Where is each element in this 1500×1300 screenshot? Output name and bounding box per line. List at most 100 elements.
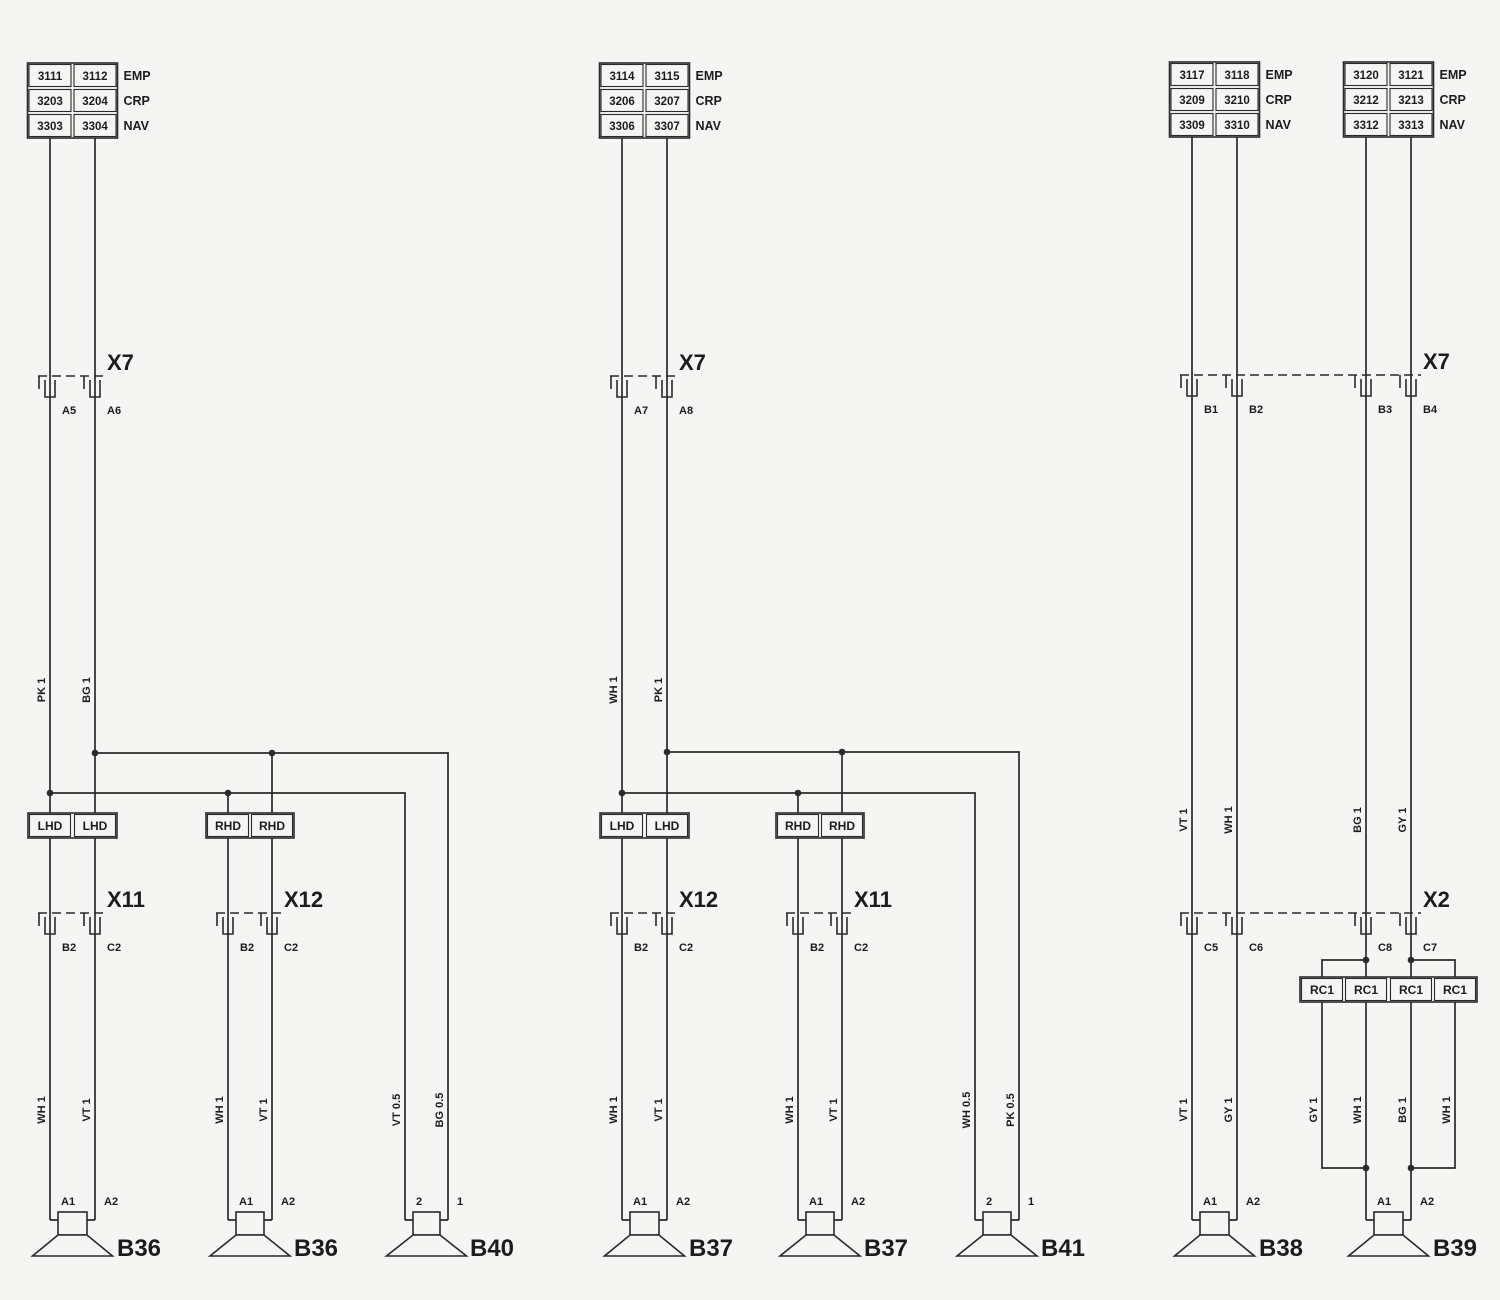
section-1-circuit-table-cell: [73, 88, 117, 113]
section-3-splice-dot: [1362, 1164, 1370, 1172]
section-3-circuit-table-cell: [1215, 62, 1259, 87]
section-2-circuit-table-circuit-number: 3206: [609, 96, 635, 108]
section-1-speaker-label: B36: [294, 1235, 338, 1262]
section-2-connector-upper-pin-label: A8: [679, 405, 693, 417]
section-2-speaker-pin-label: A1: [633, 1196, 647, 1208]
section-2-variant-box-cell: [645, 813, 689, 838]
section-2-circuit-table-variant-code: CRP: [696, 94, 722, 108]
section-2-splice-dot: [838, 748, 846, 756]
section-2-variant-box-cell: [776, 813, 820, 838]
section-3-circuit-table-circuit-number: 3213: [1398, 95, 1424, 107]
section-2-circuit-table-cell: [600, 113, 644, 138]
section-3-circuit-table-cell: [1389, 62, 1433, 87]
section-1-speaker-cone: [384, 1234, 469, 1257]
section-1-speaker-pin-label: 1: [457, 1196, 463, 1208]
section-3-circuit-table-circuit-number: 3121: [1398, 70, 1424, 82]
section-2-connector-lower-pin-label: B2: [810, 942, 824, 954]
section-3-wire-label: GY 1: [1308, 1098, 1320, 1123]
section-3-parallel-wire: [1411, 959, 1456, 1169]
section-2-speaker-pin-label: A2: [676, 1196, 690, 1208]
section-2-circuit-table-variant-code: NAV: [696, 119, 722, 133]
section-2-wire-label: WH 1: [608, 676, 620, 704]
section-1-speaker-pin-label: A2: [281, 1196, 295, 1208]
section-1-connector-lower-terminal: [260, 913, 278, 935]
section-3-circuit-table-variant-code: NAV: [1266, 118, 1292, 132]
section-2-wire-label: VT 1: [828, 1098, 840, 1121]
section-3-circuit-table-cell: [1170, 87, 1214, 112]
section-1-speaker-pin-label: A1: [239, 1196, 253, 1208]
section-1-speaker-cone: [30, 1234, 115, 1257]
section-3-speaker-cone: [1346, 1234, 1431, 1257]
section-3-splice-dot: [1362, 956, 1370, 964]
section-1-circuit-table-circuit-number: 3203: [37, 96, 63, 108]
section-3-circuit-table-cell: [1389, 87, 1433, 112]
section-1-variant-box-label: LHD: [83, 819, 108, 833]
section-3-connector-upper-pin-label: B3: [1378, 404, 1392, 416]
section-2-variant-box-cell: [820, 813, 864, 838]
section-1-circuit-table-circuit-number: 3112: [83, 71, 108, 83]
section-1-splice-wire: [50, 792, 406, 1220]
section-1-speaker-pin-label: 2: [416, 1196, 422, 1208]
section-2-speaker-pin-label: A2: [851, 1196, 865, 1208]
section-2-circuit-table-circuit-number: 3307: [654, 121, 680, 133]
section-1-wire-label: PK 1: [36, 678, 48, 702]
section-3-connector-upper-terminal: [1225, 375, 1243, 397]
section-1-splice-dot: [91, 749, 99, 757]
section-1-splice-dot: [268, 749, 276, 757]
section-2-circuit-table-circuit-number: 3115: [655, 71, 681, 83]
section-1-circuit-table-circuit-number: 3303: [37, 121, 63, 133]
section-2-speaker-magnet: [805, 1211, 835, 1236]
section-3-circuit-table-cell: [1344, 112, 1388, 137]
section-3-variant-box-cell: [1389, 977, 1433, 1002]
section-1-wire-label: BG 0.5: [434, 1093, 446, 1128]
section-1-circuit-table-circuit-number: 3204: [82, 96, 108, 108]
section-2-speaker-cone: [954, 1234, 1040, 1257]
section-3-circuit-table-circuit-number: 3310: [1224, 120, 1250, 132]
section-2-wire-label: WH 1: [608, 1096, 620, 1124]
section-2-variant-box-cell: [600, 813, 644, 838]
section-3-speaker-pin-label: A2: [1246, 1196, 1260, 1208]
section-1-wire-label: BG 1: [81, 677, 93, 703]
section-3-wire-label: VT 1: [1178, 1098, 1190, 1121]
section-3-connector-upper-pin-label: B1: [1204, 404, 1218, 416]
section-2-variant-box-label: RHD: [829, 819, 855, 833]
section-3-speaker-magnet: [1373, 1211, 1404, 1236]
section-2-circuit-table-frame: [598, 62, 691, 139]
section-2-splice-dot: [618, 789, 626, 797]
section-1-speaker-label: B40: [470, 1235, 514, 1262]
section-1-connector-upper-terminal: [38, 376, 56, 398]
section-3-circuit-table-circuit-number: 3210: [1224, 95, 1250, 107]
section-2-speaker-label: B41: [1041, 1235, 1085, 1262]
section-3-wire-label: BG 1: [1352, 807, 1364, 833]
section-2-circuit-table-cell: [600, 88, 644, 113]
section-2-speaker-magnet: [982, 1211, 1012, 1236]
section-1-circuit-table-circuit-number: 3111: [38, 71, 63, 83]
section-1-wire-label: VT 1: [258, 1098, 270, 1121]
section-3-wire-label: GY 1: [1223, 1098, 1235, 1123]
section-3-connector-upper-terminal: [1399, 375, 1417, 397]
section-2-speaker-magnet: [629, 1211, 660, 1236]
section-1-speaker-label: B36: [117, 1235, 161, 1262]
section-1-connector-lower-pin-label: B2: [62, 942, 76, 954]
section-1-wire-label: WH 1: [36, 1096, 48, 1124]
section-3-circuit-table-cell: [1344, 62, 1388, 87]
section-1-circuit-table-variant-code: NAV: [124, 119, 150, 133]
section-3-circuit-table-frame: [1168, 61, 1261, 138]
section-3-speaker-pin-label: A1: [1377, 1196, 1391, 1208]
components-layer: [26, 61, 1478, 1257]
section-1-splice-wire: [95, 752, 449, 1220]
section-2-variant-box-label: LHD: [610, 819, 635, 833]
section-1-splice-dot: [224, 789, 232, 797]
section-3-connector-upper-pin-label: B2: [1249, 404, 1263, 416]
section-3-circuit-table-circuit-number: 3120: [1353, 70, 1379, 82]
section-3-circuit-table-circuit-number: 3309: [1179, 120, 1205, 132]
section-3-connector-lower-pin-label: C5: [1204, 942, 1218, 954]
section-1-circuit-table-cell: [28, 88, 72, 113]
wires-layer: [49, 137, 1456, 1220]
section-2-speaker-label: B37: [864, 1235, 908, 1262]
section-1-connector-lower-terminal: [38, 913, 56, 935]
section-1-speaker-cone: [207, 1234, 293, 1257]
section-2-circuit-table-circuit-number: 3114: [610, 71, 636, 83]
